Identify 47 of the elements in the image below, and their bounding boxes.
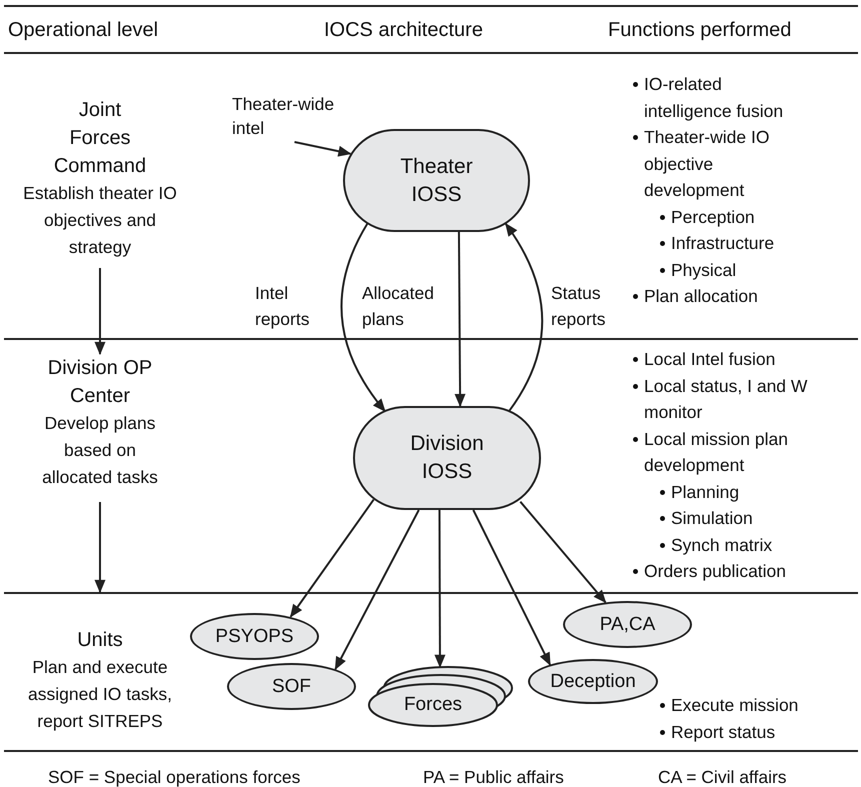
level-heading: Division OP Center [46, 356, 154, 409]
arrow [290, 499, 374, 618]
bullet-text: Physical [671, 258, 736, 282]
level-heading: Units [77, 628, 123, 653]
bullet-text: Perception [671, 206, 755, 229]
bullet-text: Report status [671, 720, 776, 744]
node-label: Forces [404, 693, 462, 717]
level-description: Establish theater IO objectives and strategy [22, 182, 178, 259]
bullet-text: Synch matrix [671, 534, 772, 557]
arrow [434, 510, 446, 668]
arrow [472, 510, 551, 666]
bullet-text: Local status, I and W monitor [644, 374, 808, 424]
level-heading: Joint Forces Command [52, 98, 148, 179]
bullet-text: Local Intel fusion [644, 348, 776, 371]
bullet-text: Infrastructure [671, 232, 774, 255]
node-label: Deception [550, 670, 636, 694]
arrow [340, 223, 386, 412]
node-label: PA,CA [600, 612, 656, 636]
bullet-text: Theater-wide IO objective development [644, 126, 770, 202]
arrow [294, 141, 352, 157]
column-header: Operational level [8, 18, 158, 43]
column-header: Functions performed [608, 18, 792, 43]
level-description: Develop plans based on allocated tasks [41, 412, 159, 489]
stacked-ellipses [367, 665, 513, 727]
arrow [504, 222, 544, 412]
node-label: Theater IOSS [399, 154, 474, 208]
arrow [520, 501, 606, 604]
bullet-text: Plan allocation [644, 285, 758, 308]
abbreviation-note: CA = Civil affairs [658, 766, 787, 787]
input-label: Theater-wide intel [232, 92, 357, 142]
bullet-text: IO-related intelligence fusion [644, 73, 784, 123]
column-header: IOCS architecture [324, 18, 483, 43]
abbreviation-note: SOF = Special operations forces [48, 766, 300, 787]
abbreviation-note: PA = Public affairs [423, 766, 564, 787]
node-label: Division IOSS [409, 431, 485, 485]
arrow [334, 510, 420, 670]
bullet-text: Planning [671, 480, 740, 504]
node-label: SOF [272, 674, 312, 698]
arrow [94, 502, 106, 594]
arrow [94, 268, 106, 356]
bullet-text: Execute mission [671, 694, 798, 717]
level-description: Plan and execute assigned IO tasks, report SITREPS [27, 656, 173, 733]
node-label: PSYOPS [215, 624, 294, 648]
bullet-text: Simulation [671, 507, 753, 530]
bullet-text: Local mission plan development [644, 428, 789, 477]
arrow [454, 232, 466, 408]
bullet-text: Orders publication [644, 560, 786, 583]
